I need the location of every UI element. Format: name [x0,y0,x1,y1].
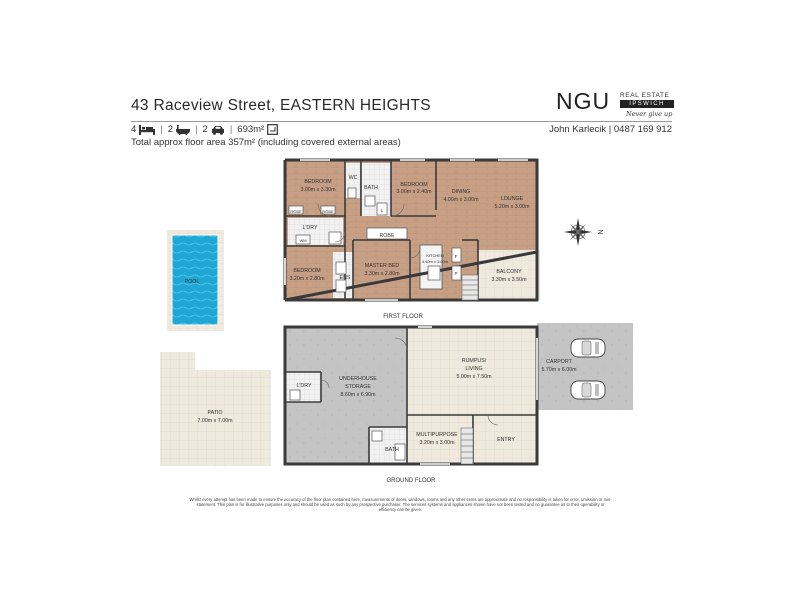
patio-dimensions: 7.00m x 7.00m [197,418,233,424]
patio-label: PATIO [207,410,222,416]
kitchen-label: KITCHEN [426,253,444,258]
patio-floor [160,352,271,466]
property-features: 4 | 2 | 2 | 693m² [131,124,279,135]
fridge-label: F [455,254,458,259]
feature-separator: | [160,124,163,135]
ground-floor-outer-wall [283,325,539,466]
car-count: 2 [202,124,208,135]
ground-floor-fixtures [289,389,406,461]
rumpus-floor [407,327,537,415]
robe-1-label: ROBE [290,209,302,214]
property-address: 43 Raceview Street, EASTERN HEIGHTS [131,97,431,114]
first-floor-fixtures [288,187,462,293]
dining-dimensions: 4.00m x 3.00m [443,197,479,203]
lounge-dimensions: 5.20m x 3.00m [494,204,530,210]
ground-bath-label: BATH [385,447,399,453]
wm-label: WM [299,238,306,243]
rumpus-dimensions: 5.00m x 7.50m [456,374,492,380]
bedroom-2-dimensions: 3.00m x 2.40m [396,189,432,195]
pool-water [171,234,219,326]
first-floor-doors [317,203,421,259]
first-floor-windows [284,159,528,301]
ground-floor-doors [320,337,499,426]
dining-label: DINING [452,189,471,195]
bedroom-1-label: BEDROOM [304,179,331,185]
logo-subtitle: REAL ESTATE [620,92,670,99]
kitchen-dimensions: 4.40m x 3.00m [422,259,449,264]
multipurpose-label: MULTIPURPOSE [416,432,458,438]
bathtub-icon [176,124,191,135]
car-icon [211,125,224,135]
master-bed-dimensions: 3.30m x 2.80m [364,271,400,277]
bath-count: 2 [167,124,174,135]
wc-label: WC [349,175,358,181]
carport-car-icon [570,338,606,358]
patio-area: PATIO 7.00m x 7.00m [160,352,271,466]
first-floor-stairs [461,274,479,301]
linen-label: L [381,208,384,213]
bed-count: 4 [131,124,137,135]
entry-label: ENTRY [497,437,515,443]
ensuite-label: ENS [340,275,351,281]
robe-2-label: ROBE [322,209,334,214]
underhouse-label: UNDERHOUSE [339,376,377,382]
bath-label: BATH [364,185,378,191]
logo-office: IPSWICH [620,100,674,108]
disclaimer-text: Whilst every attempt has been made to en… [189,497,612,513]
bedroom-2-label: BEDROOM [400,182,427,188]
carport-label: CARPORT [546,359,573,365]
robe-master-label: ROBE [379,233,394,239]
compass-rose: N [564,218,603,246]
lounge-label: LOUNGE [501,196,524,202]
pantry-label: P [454,271,457,276]
total-floor-area: Total approx floor area 357m² (including… [131,137,401,148]
pool-label: POOL [185,279,200,285]
compass-north-label: N [596,229,603,234]
ground-floor-stairs [460,427,474,465]
bedroom-1-dimensions: 3.00m x 3.30m [300,187,336,193]
bedroom-3-label: BEDROOM [293,268,320,274]
bedroom-3-dimensions: 3.20m x 2.80m [289,276,325,282]
carport-car-icon [570,380,606,400]
ground-floor-windows [418,326,538,465]
carport-dimensions: 5.70m x 6.00m [541,367,577,373]
rumpus-label: RUMPUS/ [462,358,487,364]
ground-floor-title: GROUND FLOOR [386,478,436,484]
first-floor-plan: BEDROOM 3.00m x 3.30m WC BATH BEDROOM 3.… [283,158,540,320]
feature-separator: | [195,124,198,135]
laundry-label: L'DRY [302,225,318,231]
ground-floor-plan: L'DRY UNDERHOUSE STORAGE 8.60m x 6.90m R… [283,323,633,484]
rumpus-label-line2: LIVING [465,366,482,372]
bed-icon [139,124,156,135]
first-floor-title: FIRST FLOOR [383,314,423,320]
underhouse-dimensions: 8.60m x 6.90m [340,392,376,398]
ground-laundry-label: L'DRY [296,383,312,389]
entry-floor [473,415,537,464]
agency-logo: NGU REAL ESTATE IPSWICH Never give up [556,88,680,122]
pool-area: POOL [167,230,224,331]
balcony-label: BALCONY [496,269,522,275]
underhouse-label-line2: STORAGE [345,384,371,390]
logo-wordmark: NGU [556,88,611,114]
master-bed-label: MASTER BED [365,263,400,269]
agent-contact: John Karlecik | 0487 169 912 [549,124,672,135]
feature-separator: | [229,124,233,135]
balcony-dimensions: 3.30m x 3.50m [491,277,527,283]
logo-tagline: Never give up [626,110,673,118]
header-divider [131,121,672,122]
multipurpose-dimensions: 3.20m x 3.00m [419,440,455,446]
land-icon [267,124,279,135]
land-size: 693m² [237,124,265,135]
